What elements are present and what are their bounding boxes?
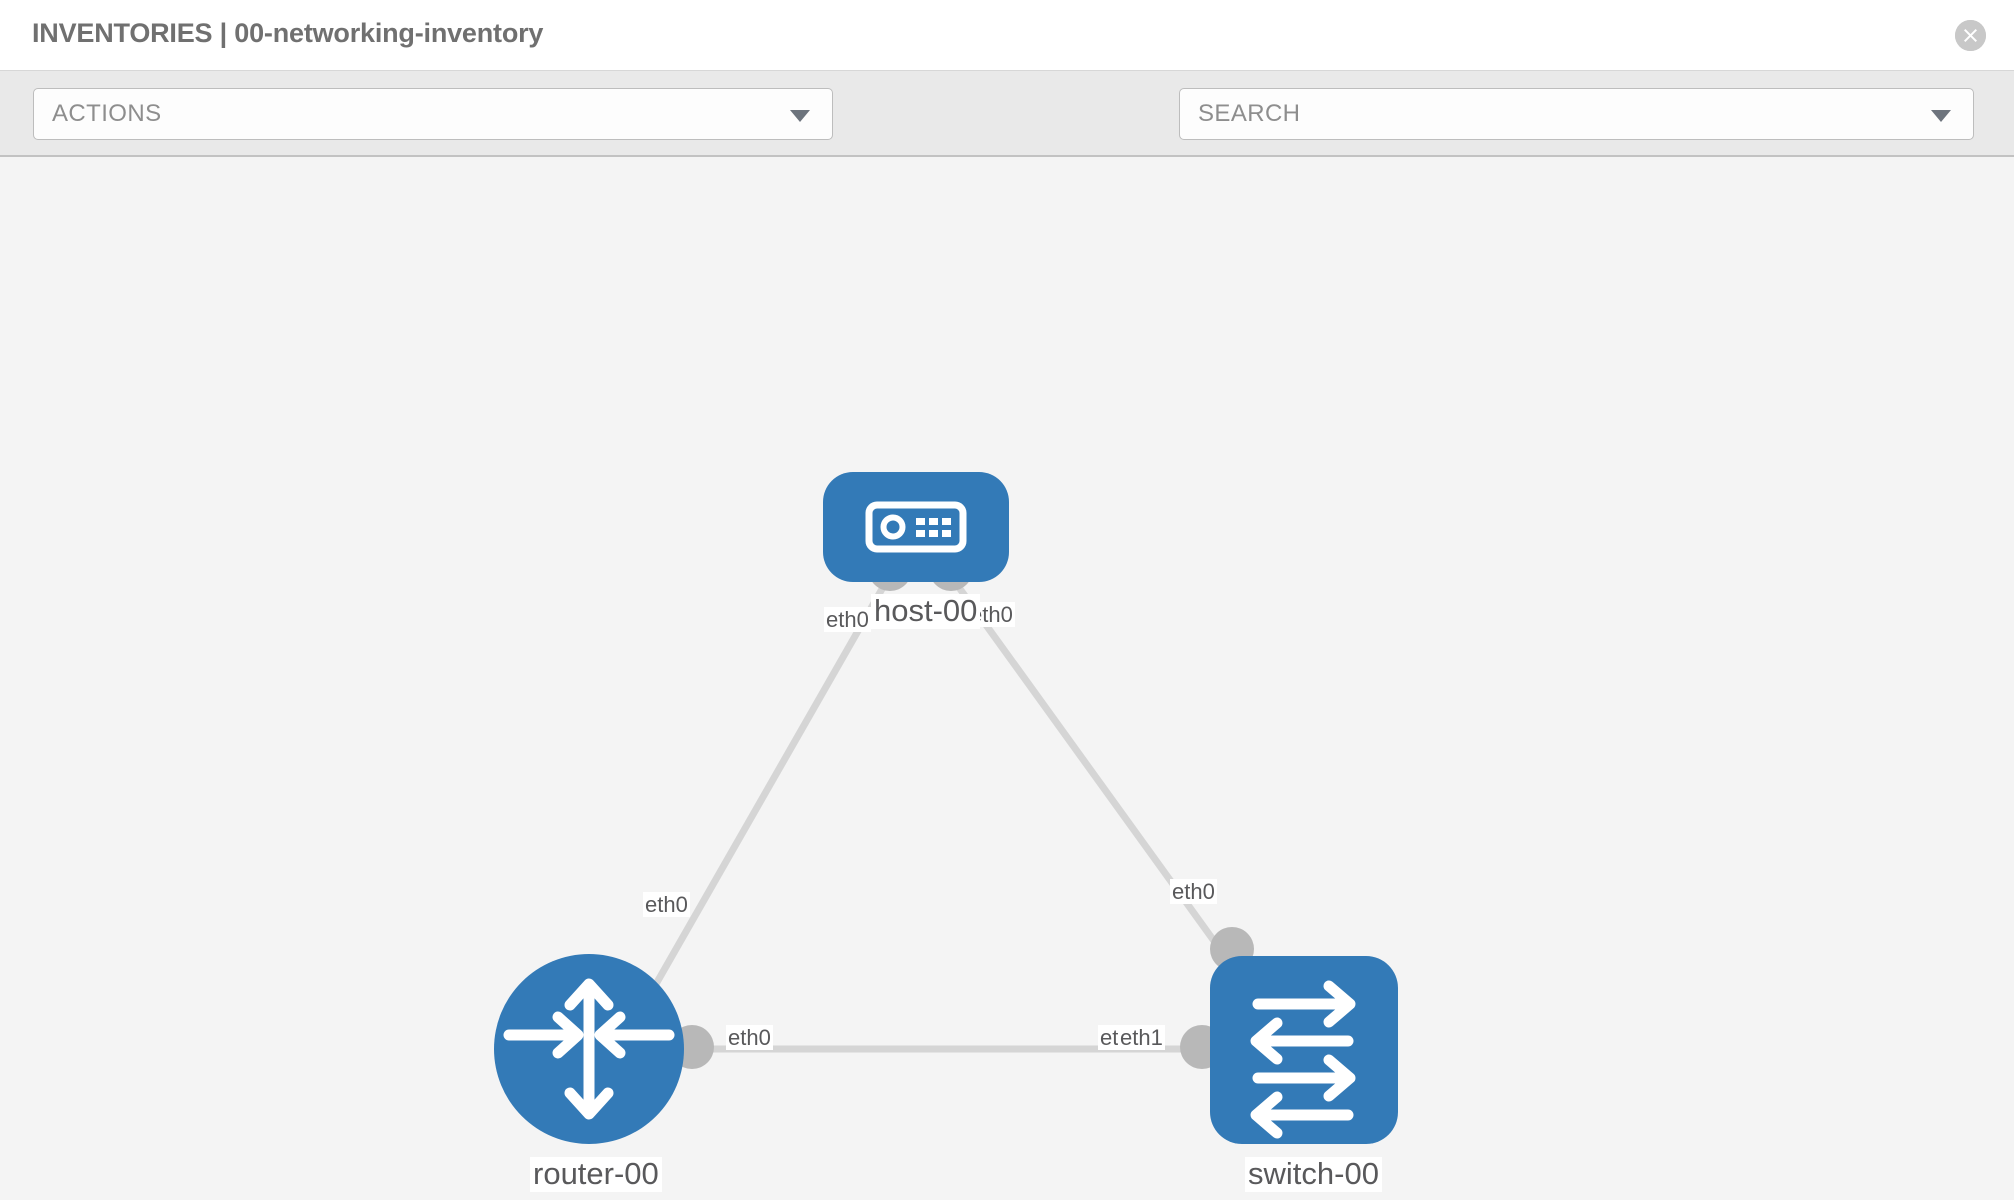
port-label: eth0: [824, 607, 871, 633]
actions-dropdown-label: ACTIONS: [52, 100, 162, 127]
edge-host00-switch00[interactable]: [952, 579, 1243, 980]
search-input-value: SEARCH: [1198, 100, 1301, 127]
topology-graph: [494, 472, 1398, 1144]
chevron-down-icon: [790, 110, 810, 122]
edge-group: [636, 579, 1243, 1053]
page-header: INVENTORIES | 00-networking-inventory: [0, 0, 2014, 71]
search-input[interactable]: SEARCH: [1179, 88, 1974, 140]
topology-canvas[interactable]: eth0 eth0 eth0 eth0 eth0 eth0 eth1 host-…: [0, 157, 2014, 1200]
server-icon: [865, 501, 967, 553]
node-label-switch-00: switch-00: [1245, 1157, 1382, 1192]
close-button[interactable]: [1955, 20, 1986, 51]
port-label: eth0: [643, 892, 690, 918]
chevron-down-icon: [1931, 110, 1951, 122]
node-router-00[interactable]: [494, 954, 684, 1144]
node-label-host-00: host-00: [871, 594, 981, 629]
page-title: INVENTORIES | 00-networking-inventory: [32, 18, 544, 48]
node-switch-00[interactable]: [1210, 956, 1398, 1144]
edge-host00-router00[interactable]: [636, 580, 890, 1014]
toolbar: ACTIONS SEARCH: [0, 71, 2014, 198]
node-label-router-00: router-00: [530, 1157, 662, 1192]
port-label: eth0: [726, 1025, 773, 1051]
port-label: eth0: [1170, 879, 1217, 905]
port-label: eth1: [1118, 1025, 1165, 1051]
router-arrows-icon: [503, 978, 675, 1120]
actions-dropdown[interactable]: ACTIONS: [33, 88, 833, 140]
close-icon: [1955, 20, 1986, 51]
node-host-00[interactable]: [823, 472, 1009, 582]
switch-arrows-icon: [1250, 980, 1356, 1139]
